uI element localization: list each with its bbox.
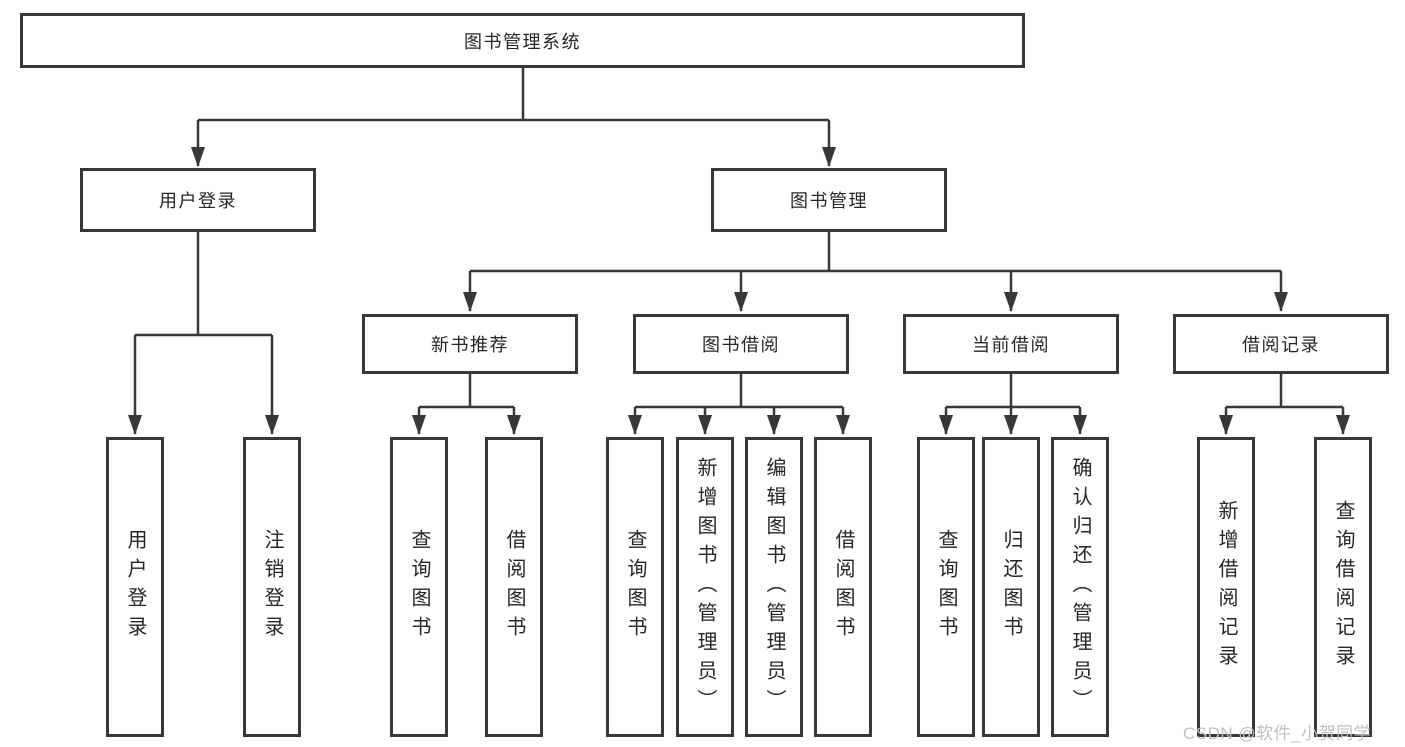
connector-book-borrow-split — [635, 374, 843, 409]
leaf-borrow-query-books: 查询图书 — [606, 437, 664, 737]
connector-current-borrow-split — [946, 374, 1080, 409]
connector-borrow-records-split — [1226, 374, 1343, 409]
node-borrow-records: 借阅记录 — [1173, 314, 1389, 374]
leaf-borrow-borrow-books: 借阅图书 — [814, 437, 872, 737]
leaf-user-login: 用户登录 — [106, 437, 164, 737]
leaf-current-query-books: 查询图书 — [917, 437, 975, 737]
leaf-logout: 注销登录 — [243, 437, 301, 737]
leaf-current-confirm-return: 确认归还（管理员） — [1051, 437, 1109, 737]
node-user-login: 用户登录 — [80, 168, 316, 232]
connector-root-stub — [198, 68, 829, 122]
node-new-book-recommend: 新书推荐 — [362, 314, 578, 374]
node-current-borrow: 当前借阅 — [903, 314, 1119, 374]
leaf-recommend-borrow-books: 借阅图书 — [485, 437, 543, 737]
csdn-watermark: CSDN @软件_小贺同学 — [1183, 724, 1372, 743]
connector-user-login-split — [135, 232, 272, 337]
leaf-borrow-add-books: 新增图书（管理员） — [676, 437, 734, 737]
leaf-records-add-record: 新增借阅记录 — [1197, 437, 1255, 737]
node-book-management: 图书管理 — [711, 168, 947, 232]
node-root: 图书管理系统 — [20, 13, 1025, 68]
connector-new-book-recommend-split — [419, 374, 514, 409]
node-book-borrow: 图书借阅 — [633, 314, 849, 374]
connector-book-management-split — [470, 232, 1281, 273]
leaf-borrow-edit-books: 编辑图书（管理员） — [745, 437, 803, 737]
leaf-current-return-books: 归还图书 — [982, 437, 1040, 737]
leaf-records-query-record: 查询借阅记录 — [1314, 437, 1372, 737]
leaf-recommend-query-books: 查询图书 — [390, 437, 448, 737]
